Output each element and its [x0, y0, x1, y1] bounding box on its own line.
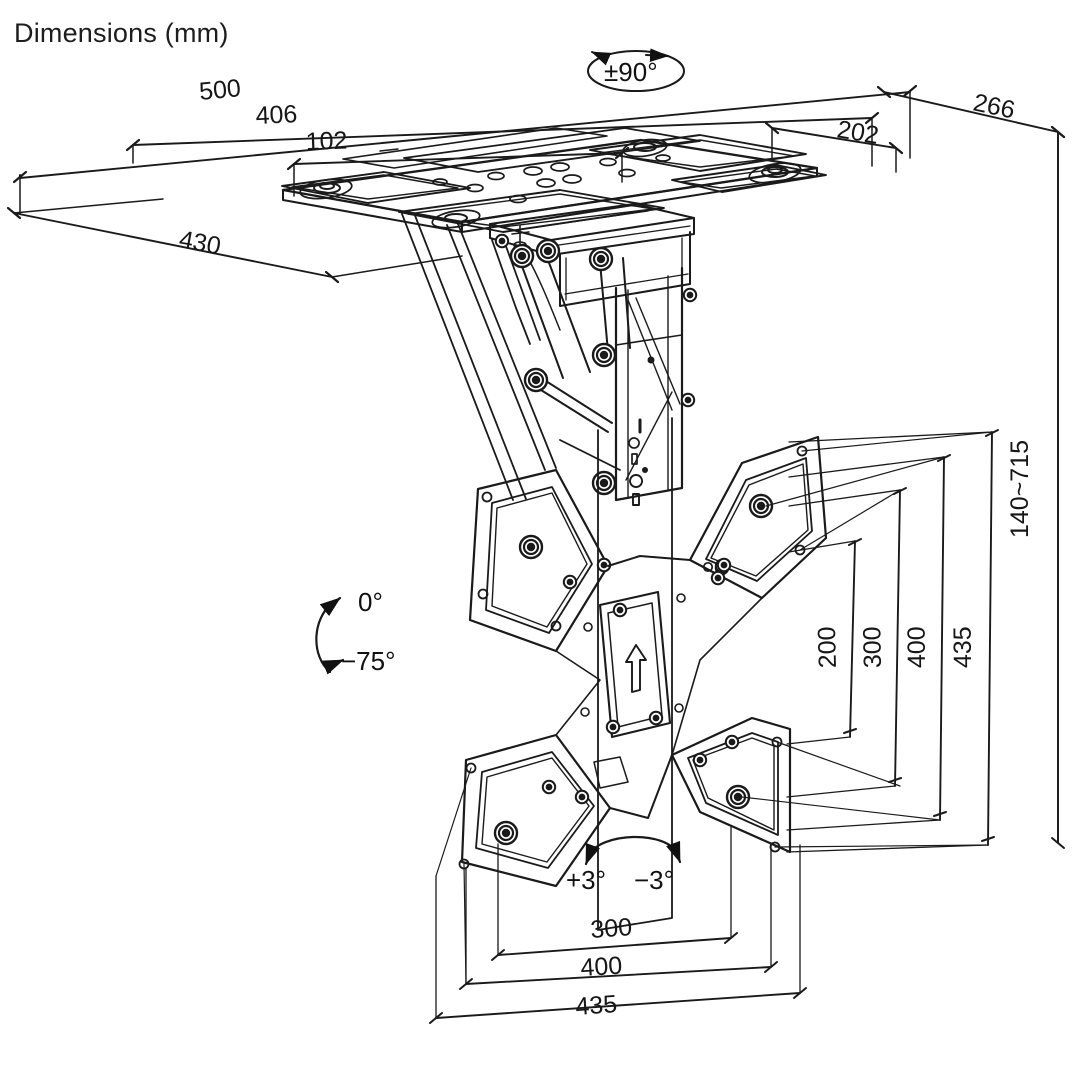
dim-label-435h: 435 — [574, 990, 618, 1021]
dim-202 — [764, 121, 904, 173]
dim-435-vertical — [786, 429, 999, 853]
rotation-indicator-90 — [587, 48, 685, 92]
dim-label-200v: 200 — [813, 626, 842, 668]
angle-label-fold-top: 0° — [358, 587, 383, 617]
dim-label-430: 430 — [177, 225, 223, 260]
dim-300-vertical — [786, 487, 907, 798]
dim-label-435v: 435 — [949, 626, 977, 668]
ceiling-plate — [281, 127, 827, 233]
dim-label-202: 202 — [835, 115, 881, 150]
dim-label-400v: 400 — [903, 626, 931, 668]
dim-label-406: 406 — [255, 100, 298, 130]
dim-label-400h: 400 — [580, 952, 623, 982]
tilt-angle-indicator — [584, 835, 682, 866]
scissor-linkage — [401, 212, 698, 502]
dim-400-vertical — [786, 454, 951, 831]
angle-label-tilt-minus: −3° — [634, 865, 674, 895]
dim-label-102: 102 — [305, 126, 348, 156]
dim-266 — [876, 85, 1066, 844]
dim-300-horizontal — [491, 826, 738, 961]
dim-500 — [12, 84, 918, 215]
dim-140-715 — [1051, 126, 1065, 849]
fold-angle-indicator — [315, 596, 345, 675]
leader-lines — [435, 431, 993, 985]
dim-430 — [6, 198, 463, 284]
dim-406 — [125, 111, 880, 167]
angle-label-rotate: ±90° — [604, 57, 658, 87]
dim-label-500: 500 — [198, 74, 242, 106]
dim-200-vertical — [786, 538, 862, 745]
dim-435-horizontal — [429, 844, 807, 1024]
dim-label-300v: 300 — [858, 626, 887, 668]
angle-label-tilt-plus: +3° — [566, 865, 606, 895]
dim-label-300h: 300 — [589, 913, 633, 944]
dim-label-266: 266 — [971, 88, 1018, 124]
angle-label-fold-bottom: −75° — [341, 646, 396, 676]
page-title: Dimensions (mm) — [14, 18, 229, 48]
dim-label-140-715: 140~715 — [1006, 440, 1034, 538]
